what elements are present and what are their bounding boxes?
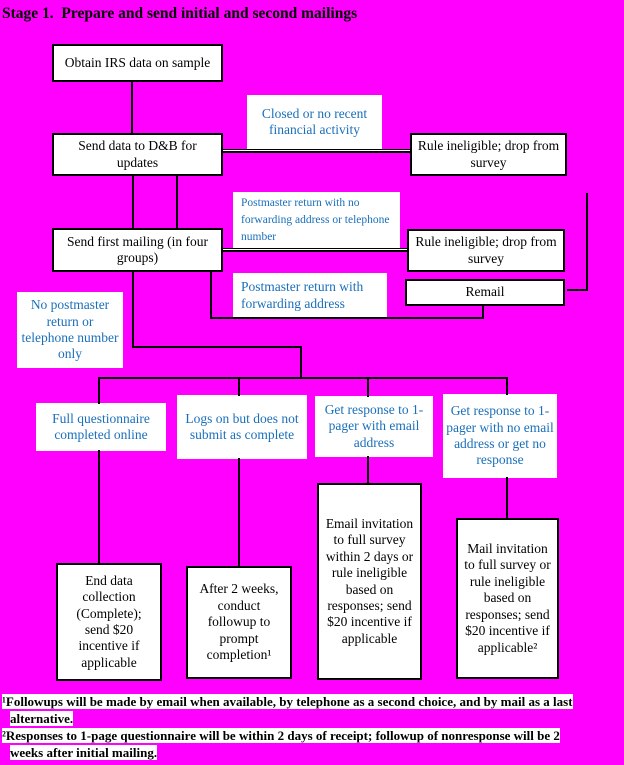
connector-dnb-to-mailing-left [132, 175, 134, 229]
connector-dnb-to-mailing-right [176, 175, 178, 229]
node-send-dnb: Send data to D&B for updates [52, 133, 223, 176]
node-mail-invitation: Mail invitation to full survey or rule i… [456, 518, 559, 679]
label-postmaster-no-forwarding: Postmaster return with no forwarding add… [233, 192, 400, 249]
connector-stub-branch2 [238, 377, 240, 396]
connector-branch2-to-followup [238, 458, 240, 567]
connector-distribution-bar [98, 377, 508, 379]
label-closed-no-activity: Closed or no recent financial activity [247, 95, 382, 149]
footnotes: ¹Followups will be made by email when av… [2, 693, 622, 761]
label-logs-on-not-complete: Logs on but does not submit as complete [177, 395, 307, 459]
node-rule-ineligible-1: Rule ineligible; drop from survey [410, 133, 567, 176]
connector-remail-right-horizontal [567, 289, 588, 291]
connector-remail-loop-stub [482, 306, 484, 319]
label-no-postmaster-return: No postmaster return or telephone number… [17, 292, 123, 368]
connector-remail-right-vertical [586, 193, 588, 291]
node-after-two-weeks: After 2 weeks, conduct followup to promp… [186, 566, 292, 679]
connector-trunk-down [132, 271, 134, 348]
page-title: Stage 1. Prepare and send initial and se… [2, 5, 358, 22]
node-remail: Remail [405, 279, 565, 306]
connector-remail-loop-horizontal [210, 317, 484, 319]
node-email-invitation: Email invitation to full survey within 2… [317, 483, 422, 680]
connector-branch3-to-email-invitation [367, 456, 369, 484]
node-end-data-collection: End data collection (Complete); send $20… [56, 563, 162, 681]
node-obtain-irs: Obtain IRS data on sample [52, 44, 223, 82]
connector-dnb-to-rule1 [223, 149, 410, 153]
connector-trunk-shelf [132, 346, 302, 348]
connector-irs-to-dnb [131, 81, 133, 134]
footnote-2-line-1: ²Responses to 1-page questionnaire will … [2, 728, 560, 743]
connector-mailing-to-rule2 [223, 248, 407, 252]
footnote-2-line-2: weeks after initial mailing. [10, 745, 158, 760]
connector-branch4-to-mail-invitation [506, 477, 508, 519]
connector-stub-branch3 [367, 377, 369, 397]
connector-remail-loop-up [210, 271, 212, 319]
connector-stub-branch4 [506, 377, 508, 395]
connector-branch1-to-end-data [98, 450, 100, 564]
connector-stub-branch1 [98, 377, 100, 404]
connector-trunk-drop [300, 346, 302, 379]
node-rule-ineligible-2: Rule ineligible; drop from survey [407, 229, 565, 272]
footnote-1-line-2: alternative. [10, 711, 74, 726]
node-send-first-mailing: Send first mailing (in four groups) [52, 228, 223, 272]
label-response-no-email: Get response to 1-pager with no email ad… [443, 394, 557, 478]
label-postmaster-forwarding: Postmaster return with forwarding addres… [233, 273, 387, 318]
label-response-with-email: Get response to 1-pager with email addre… [315, 396, 433, 457]
label-full-questionnaire-online: Full questionnaire completed online [36, 403, 166, 451]
footnote-1-line-1: ¹Followups will be made by email when av… [2, 694, 573, 709]
